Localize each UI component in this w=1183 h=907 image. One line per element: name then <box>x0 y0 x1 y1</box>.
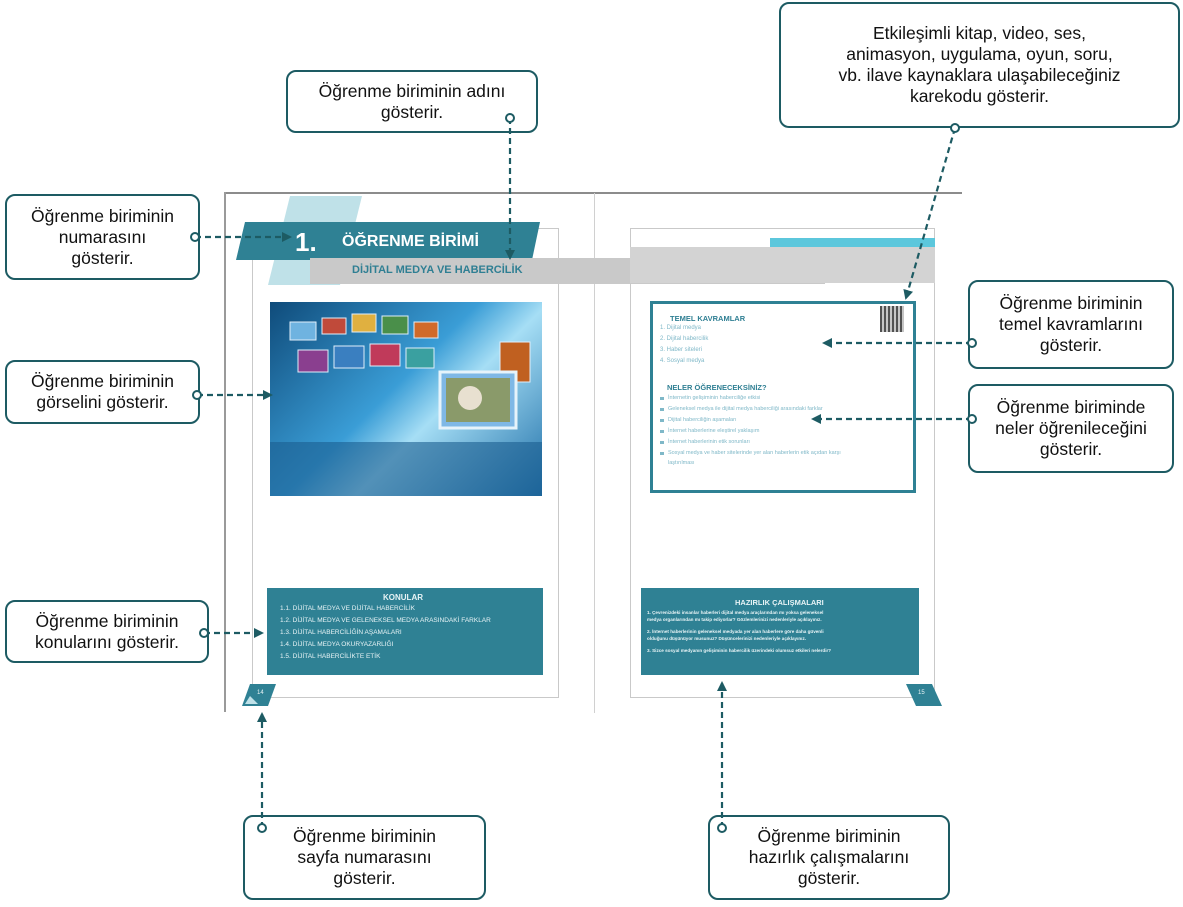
callout-qr-code-line-1: Etkileşimli kitap, video, ses, <box>872 23 1086 43</box>
topic-item-4: 1.4. DİJİTAL MEDYA OKURYAZARLIĞI <box>280 641 394 648</box>
book-top-edge <box>225 192 962 194</box>
callout-unit-image-line-2: görselini gösterir. <box>36 392 169 412</box>
right-page-number: 15 <box>918 690 925 696</box>
unit-title: ÖĞRENME BİRİMİ <box>342 233 479 250</box>
prep-item-3: 3. Sizce sosyal medyanın gelişiminin hab… <box>647 648 832 653</box>
callout-page-number-line-1: Öğrenme biriminin <box>293 826 436 846</box>
topics-box <box>267 588 543 675</box>
concept-item-1: 1. Dijital medya <box>660 325 702 331</box>
learn-item-1: İnternetin gelişiminin haberciliğe etkis… <box>668 395 761 401</box>
learn-item-6-cont: laştırılması <box>668 460 695 466</box>
topic-item-3: 1.3. DİJİTAL HABERCİLİĞİN AŞAMALARI <box>280 629 402 636</box>
concepts-box <box>650 301 916 493</box>
left-page-number: 14 <box>257 690 264 696</box>
learn-item-3: Dijital haberciliğin aşamaları <box>668 417 737 423</box>
prep-heading: HAZIRLIK ÇALIŞMALARI <box>735 598 824 607</box>
prep-item-2: 2. İnternet haberlerinin geleneksel medy… <box>647 629 824 634</box>
topic-item-5: 1.5. DİJİTAL HABERCİLİKTE ETİK <box>280 653 381 660</box>
callout-unit-number-line-2: numarasını <box>58 226 147 247</box>
callout-qr-code-line-3: vb. ilave kaynaklara ulaşabileceğiniz <box>838 65 1121 85</box>
callout-unit-name-line-2: gösterir. <box>380 101 444 122</box>
callout-key-concepts-line-1: Öğrenme biriminin <box>999 293 1143 313</box>
learn-item-6: Sosyal medya ve haber sitelerinde yer al… <box>668 450 841 456</box>
prep-item-1: 1. Çevrenizdeki insanlar haberleri dijit… <box>647 610 824 615</box>
callout-unit-topics-line-1: Öğrenme biriminin <box>35 610 179 631</box>
callout-unit-image-line-1: Öğrenme biriminin <box>31 371 174 391</box>
callout-unit-number-line-1: Öğrenme biriminin <box>31 205 174 226</box>
callout-key-concepts-line-3: gösterir. <box>1039 335 1103 355</box>
callout-preparation-line-3: gösterir. <box>797 868 861 888</box>
topic-item-2: 1.2. DİJİTAL MEDYA VE GELENEKSEL MEDYA A… <box>280 617 491 624</box>
topic-item-1: 1.1. DİJİTAL MEDYA VE DİJİTAL HABERCİLİK <box>280 605 415 612</box>
callout-preparation-line-2: hazırlık çalışmalarını <box>748 847 910 867</box>
callout-what-learn-line-2: neler öğrenileceğini <box>995 418 1147 438</box>
callout-what-learn-line-1: Öğrenme biriminde <box>996 397 1146 417</box>
callout-what-learn-line-3: gösterir. <box>1039 439 1103 459</box>
callout-qr-code-line-2: animasyon, uygulama, oyun, soru, <box>846 44 1113 64</box>
prep-item-1-cont: medya organlarından mı takip ediyorlar? … <box>647 617 822 622</box>
learn-item-4: İnternet haberlerine eleştirel yaklaşım <box>668 428 760 434</box>
callout-qr-code: Etkileşimli kitap, video, ses,animasyon,… <box>779 2 1180 128</box>
prep-item-2-cont: olduğunu düşünüyor musunuz? Düşüncelerin… <box>647 636 807 641</box>
unit-image <box>270 302 542 496</box>
callout-qr-code-line-4: karekodu gösterir. <box>909 86 1050 106</box>
preparation-box <box>641 588 919 675</box>
book-gutter <box>594 193 595 713</box>
callout-unit-topics-line-2: konularını gösterir. <box>35 631 179 652</box>
learn-heading: NELER ÖĞRENECEKSİNİZ? <box>667 383 767 392</box>
concept-item-3: 3. Haber siteleri <box>660 347 703 353</box>
concept-item-2: 2. Dijital habercilik <box>660 336 709 342</box>
callout-page-number-line-2: sayfa numarasını <box>297 847 432 867</box>
callout-unit-name-line-1: Öğrenme biriminin adını <box>318 80 506 101</box>
concepts-heading: TEMEL KAVRAMLAR <box>670 314 746 323</box>
topics-heading: KONULAR <box>383 593 423 602</box>
callout-unit-number-line-3: gösterir. <box>71 247 134 268</box>
media-collage-icon <box>270 313 542 496</box>
callout-page-number-line-3: gösterir. <box>333 868 396 888</box>
book-left-edge <box>224 192 226 712</box>
qr-code-icon <box>880 306 904 332</box>
callout-preparation-line-1: Öğrenme biriminin <box>757 826 901 846</box>
learn-item-2: Geleneksel medya ile dijital medya haber… <box>668 406 823 412</box>
concept-item-4: 4. Sosyal medya <box>660 358 705 364</box>
unit-subtitle: DİJİTAL MEDYA VE HABERCİLİK <box>352 264 523 276</box>
learn-item-5: İnternet haberlerinin etik sorunları <box>668 439 750 445</box>
right-page <box>630 228 935 698</box>
unit-number: 1. <box>295 227 317 257</box>
callout-key-concepts-line-2: temel kavramlarını <box>999 314 1143 334</box>
